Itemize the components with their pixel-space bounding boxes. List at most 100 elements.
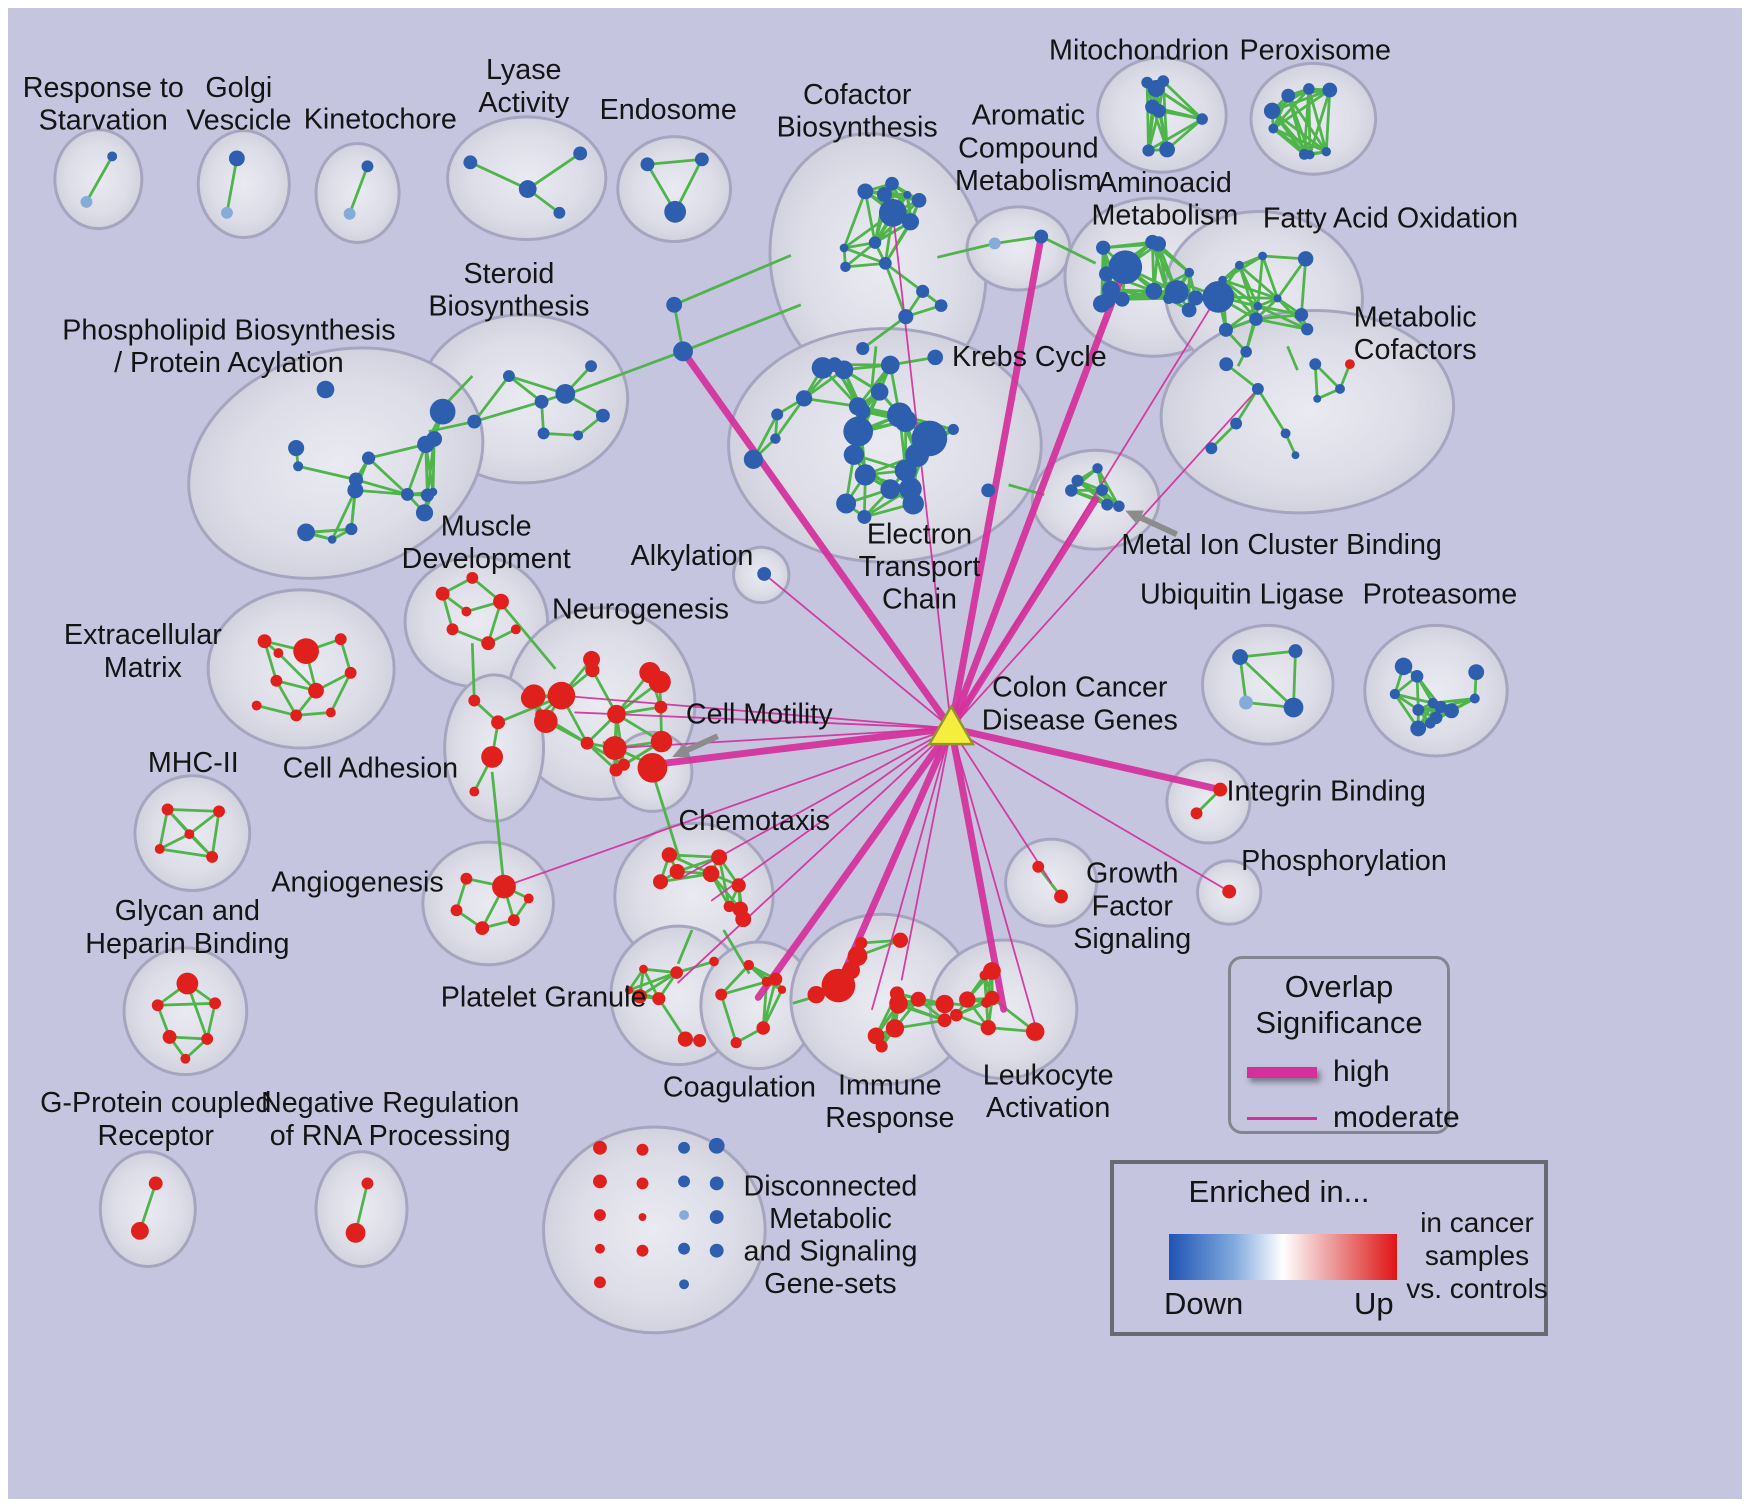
gene-set-node [1188,290,1204,306]
gene-set-node [522,684,546,708]
gene-set-edge [863,191,877,243]
gene-set-node [257,634,272,649]
gene-set-node [636,1244,649,1257]
gene-set-node [903,190,912,199]
gene-set-node [761,976,772,987]
cluster-ellipse-angiogenesis [421,840,555,967]
gene-set-node [981,483,996,498]
gene-set-node [868,236,882,249]
gene-set-node [343,207,356,220]
gene-set-node [1313,394,1322,403]
gene-set-node [327,535,337,544]
gene-set-node [288,439,305,457]
gene-set-node [1145,234,1160,250]
hub-and-arrows-layer [672,510,1179,758]
high-significance-label: high [1333,1055,1390,1088]
bridge-edge [1040,235,1097,265]
overlap-edge-moderate [950,727,1038,1030]
gene-set-node [290,709,303,722]
label-coagulation: Coagulation [663,1071,816,1103]
gene-set-node [345,522,358,536]
overlap-edge-high [754,724,955,1001]
gene-set-node [518,180,537,198]
overlap-edge-high [646,724,955,769]
gene-set-node [770,433,781,444]
gene-set-node [1444,703,1459,719]
gene-set-node [1344,359,1355,370]
cluster-ellipse-extracellular-matrix [206,588,396,750]
label-angiogenesis: Angiogenesis [271,867,443,899]
gene-set-node [795,390,813,407]
gene-set-edge [1147,117,1203,152]
gene-set-edge [1238,264,1260,307]
label-mhc-ii: MHC-II [148,747,239,779]
gene-set-node [594,1276,606,1289]
gene-set-edge [159,847,213,859]
gene-set-node [821,968,856,1003]
gene-set-node [201,1033,214,1045]
gene-set-node [927,349,944,366]
gene-set-node [176,972,199,995]
pointer-arrowhead [1125,510,1144,525]
high-significance-line-sample [1247,1066,1317,1078]
gene-set-node [1309,358,1322,371]
gene-set-node [679,1279,689,1290]
gene-set-node [854,464,876,486]
gene-set-node [361,451,376,465]
gene-set-node [345,1222,366,1243]
gene-set-edge [256,704,297,717]
gene-set-node [162,1030,177,1044]
label-cell-adhesion: Cell Adhesion [283,753,458,785]
gene-set-node [636,1177,649,1190]
gene-set-node [466,571,479,584]
gene-set-edge [157,1001,216,1007]
gene-set-node [1096,240,1111,255]
gene-set-edge [469,161,529,191]
gene-set-edge [1162,80,1204,121]
bridge-edge [428,420,475,433]
gene-set-edge [774,397,806,440]
gene-set-node [607,704,626,724]
gene-set-node [678,1175,690,1188]
gene-set-node [743,959,754,971]
gene-set-node [1032,860,1045,873]
gene-set-node [937,1013,952,1028]
cluster-ellipse-proteasome [1363,623,1509,758]
gene-set-node [855,403,871,420]
gene-set-node [885,176,899,191]
gene-set-edge [158,809,169,850]
gene-set-node [1096,484,1108,497]
gene-set-node [435,586,450,601]
gene-set-node [652,874,669,890]
gene-set-edge [167,808,220,813]
label-integrin-binding: Integrin Binding [1226,775,1425,807]
gene-set-node [673,341,693,362]
gene-set-node [847,946,868,966]
gene-set-node [661,847,677,863]
gene-set-node [1164,280,1189,304]
gene-set-node [1232,649,1248,665]
gene-set-node [1157,75,1170,88]
gene-set-edge [1302,88,1311,155]
cluster-ellipse-endosome [616,135,733,243]
gene-set-node [843,416,874,447]
gene-set-node [1101,498,1114,511]
bridge-edge [490,771,506,887]
gene-set-edge [717,857,731,907]
gene-set-node [624,986,634,995]
gene-set-node [1273,294,1282,303]
gene-set-node [756,1021,770,1035]
overlap-edge-moderate [950,294,1220,730]
gene-set-edge [1147,88,1158,151]
gene-set-node [1159,141,1175,158]
gene-set-node [209,997,222,1010]
gene-set-node [889,986,905,1001]
gene-set-edge [275,680,298,717]
gene-set-node [583,650,601,668]
gene-set-node [878,198,907,227]
gene-set-edge [225,158,239,214]
gene-set-node [935,994,954,1014]
